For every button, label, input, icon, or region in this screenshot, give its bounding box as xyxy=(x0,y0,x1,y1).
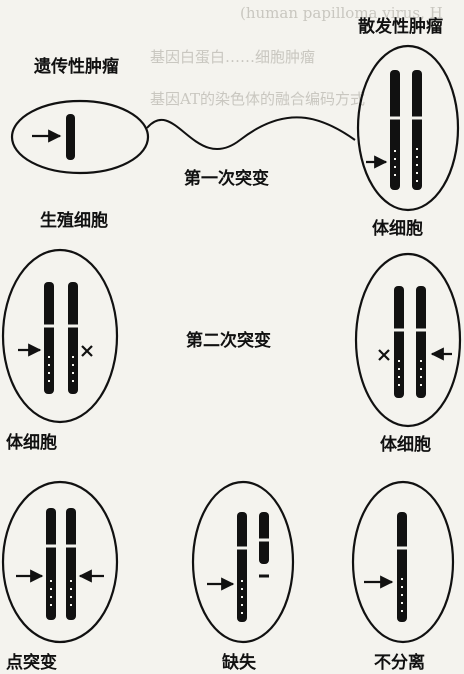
background-text-3: 基因AT的染色体的融合编码方式 xyxy=(150,90,366,108)
label-somatic-cell-top: 体细胞 xyxy=(372,219,423,239)
label-germ-cell: 生殖细胞 xyxy=(40,211,108,231)
somatic-cell-left xyxy=(1,248,119,424)
cross-mark-right xyxy=(378,349,390,361)
point-mutation-cell xyxy=(1,480,119,644)
label-somatic-cell-left: 体细胞 xyxy=(6,433,57,453)
label-second-mutation: 第二次突变 xyxy=(186,331,271,351)
background-text-2: 基因白蛋白……细胞肿瘤 xyxy=(150,48,316,66)
deletion-cell xyxy=(191,480,295,644)
label-first-mutation: 第一次突变 xyxy=(184,169,269,189)
connector-curve xyxy=(146,116,356,150)
label-hereditary-tumor: 遗传性肿瘤 xyxy=(34,57,119,77)
somatic-cell-right xyxy=(354,252,462,428)
nondisjunction-cell xyxy=(351,480,455,644)
somatic-cell-top xyxy=(356,44,460,212)
cross-mark-left xyxy=(81,345,93,357)
label-deletion: 缺失 xyxy=(222,653,256,673)
label-sporadic-tumor: 散发性肿瘤 xyxy=(358,17,443,37)
label-point-mutation: 点突变 xyxy=(6,653,57,673)
germ-cell xyxy=(10,99,150,175)
label-nondisjunction: 不分离 xyxy=(374,653,425,673)
label-somatic-cell-right: 体细胞 xyxy=(380,435,431,455)
background-text-1: (human papilloma virus, H xyxy=(240,4,443,22)
